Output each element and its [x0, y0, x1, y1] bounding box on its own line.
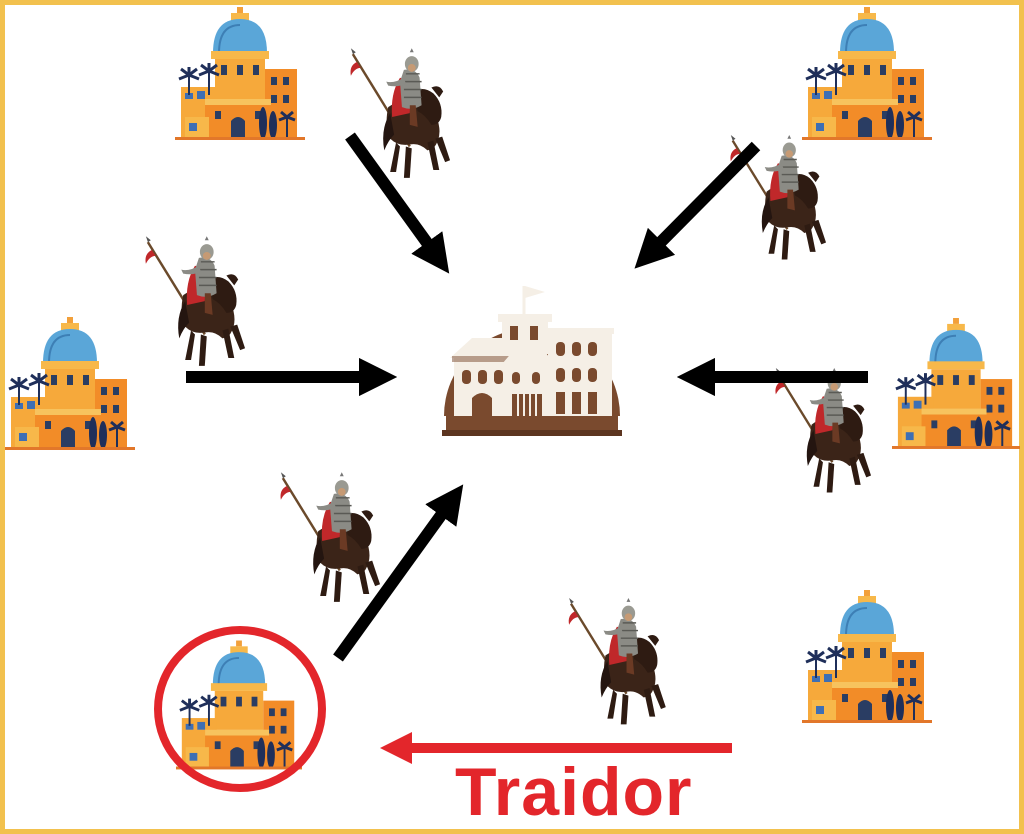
traitor-highlight-circle: [154, 626, 326, 792]
arrow-top-left: [345, 132, 450, 274]
arrow-bottom-left: [333, 484, 464, 662]
traitor-label: Traidor: [455, 754, 693, 830]
arrow-top-right: [634, 141, 761, 269]
